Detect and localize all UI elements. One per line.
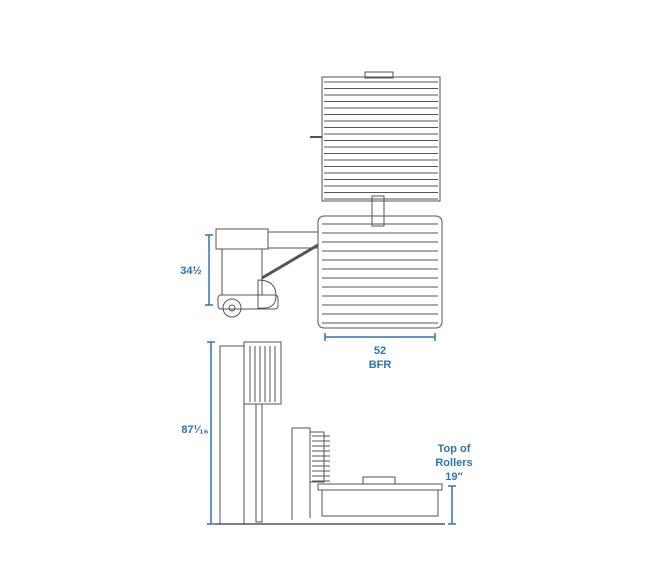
overall-height-label: 87¹⁄₁₆ xyxy=(181,424,209,436)
arm-frame xyxy=(291,427,311,520)
turntable-slats xyxy=(322,223,438,324)
guard xyxy=(257,279,277,309)
motor-housing xyxy=(221,248,263,296)
base-plan xyxy=(217,294,279,310)
rack-rollers xyxy=(324,81,438,200)
rack-handle xyxy=(364,71,394,79)
rack-connector xyxy=(371,195,385,227)
mast xyxy=(219,345,245,525)
side-view xyxy=(215,341,445,525)
head-slats xyxy=(249,346,276,402)
roller-rack xyxy=(321,76,441,202)
roller-top xyxy=(317,483,443,491)
turntable-side xyxy=(321,489,439,517)
wheel xyxy=(222,298,242,318)
plan-width-label: 52 xyxy=(373,345,387,357)
roller-label-line1: Top of xyxy=(437,443,471,455)
top-view xyxy=(215,71,443,329)
wheel-hub xyxy=(228,304,236,312)
plan-width-note: BFR xyxy=(368,359,392,371)
dimension-lines xyxy=(205,234,456,525)
rack-side-rollers xyxy=(312,435,330,482)
rack-side xyxy=(309,431,325,483)
plan-height-label: 34½ xyxy=(180,265,202,277)
mast-rail xyxy=(255,403,263,523)
turntable-center xyxy=(362,476,396,485)
roller-label-line2: Rollers xyxy=(435,457,473,469)
roller-height-label: 19″ xyxy=(445,471,463,483)
carriage-top xyxy=(215,228,269,250)
turntable-plan xyxy=(317,215,443,329)
arm xyxy=(261,243,319,280)
